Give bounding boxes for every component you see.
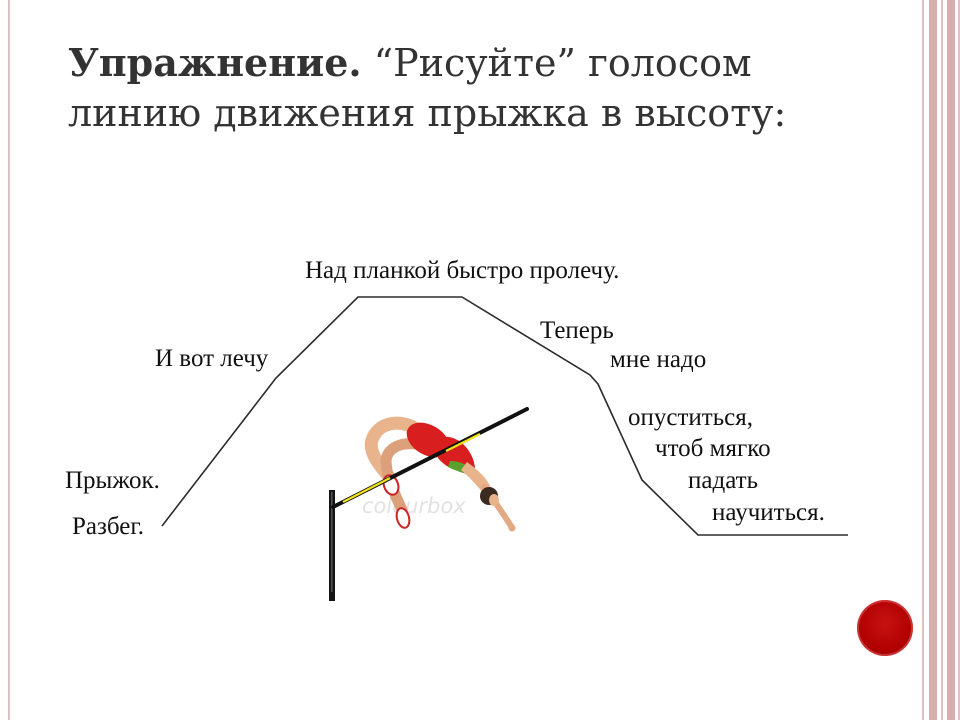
red-circle-ornament [857, 600, 913, 656]
slide-title: Упражнение. “Рисуйте” голосом линию движ… [68, 38, 786, 138]
right-frame-stripe [929, 0, 937, 720]
crossbar-stripe [342, 477, 391, 503]
label-over-bar: Над планкой быстро пролечу. [305, 257, 620, 284]
jump-trajectory-line [161, 296, 848, 536]
label-learn: научиться. [712, 499, 825, 526]
athlete-shoe [395, 507, 411, 529]
label-now: Теперь [540, 317, 614, 344]
title-second-line: линию движения прыжка в высоту: [68, 91, 787, 135]
athlete-face [489, 494, 499, 506]
crossbar-stripe [445, 433, 481, 452]
athlete-figure [364, 416, 516, 532]
high-jump-illustration: colourbox [329, 407, 529, 601]
right-frame-stripe [947, 0, 955, 720]
right-frame-line [941, 0, 943, 720]
athlete-front-leg [380, 438, 431, 516]
right-frame-line [922, 0, 924, 720]
upright-post-highlight [331, 492, 333, 592]
watermark-text: colourbox [362, 494, 466, 518]
title-bold-word: Упражнение. [68, 40, 362, 85]
label-descend: опуститься, [628, 404, 753, 431]
label-i-need: мне надо [610, 346, 707, 373]
label-fall: падать [688, 467, 758, 494]
right-frame-line [958, 0, 960, 720]
label-flying: И вот лечу [155, 345, 269, 372]
title-first-line-rest: “Рисуйте” голосом [373, 41, 752, 85]
athlete-top [438, 436, 475, 472]
label-jump: Прыжок. [65, 467, 160, 494]
label-run-up: Разбег. [72, 513, 145, 540]
label-so-softly: чтоб мягко [655, 435, 771, 462]
athlete-hand [508, 524, 516, 532]
left-frame-line [8, 0, 10, 720]
